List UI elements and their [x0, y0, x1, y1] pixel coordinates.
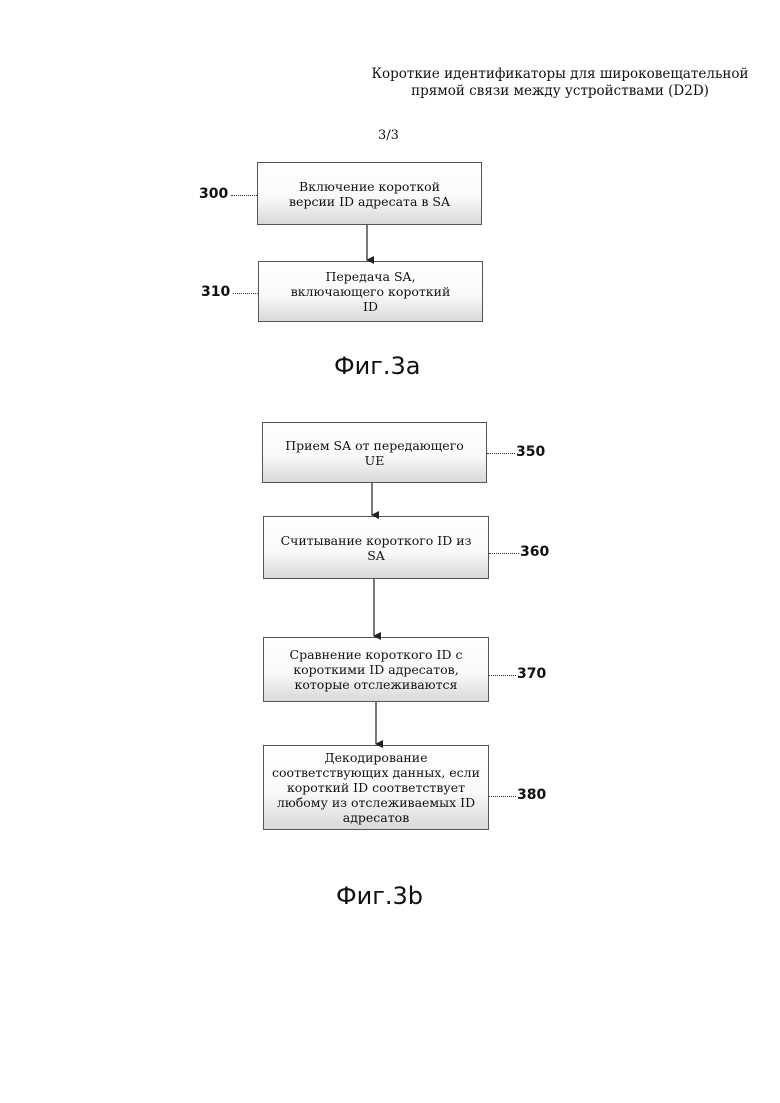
flow-arrows	[0, 0, 780, 1103]
